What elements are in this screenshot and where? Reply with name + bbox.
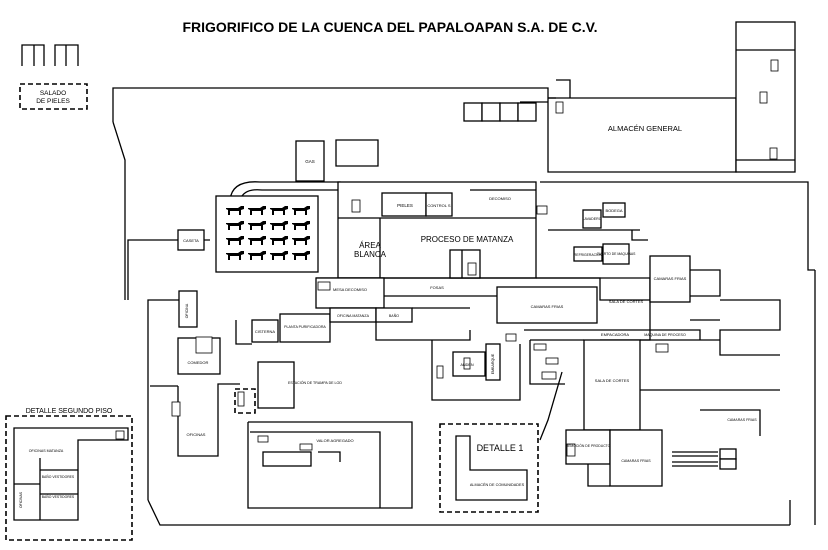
decomiso-label: DECOMISO bbox=[489, 196, 511, 201]
detalle-segundo-piso bbox=[5, 415, 133, 541]
trampa-label: ESTACIÓN DE TRAMPA DE LOD bbox=[288, 380, 342, 385]
camaras-frias-road-label: CAMARAS FRIAS bbox=[727, 418, 757, 422]
planta-purificadora-label: PLANTA PURIFICADORA bbox=[284, 325, 326, 329]
valor-agregado-label: VALOR AGREGADO bbox=[316, 438, 353, 443]
bano-vestidores-2-label: BAÑO VESTIDORES bbox=[42, 494, 75, 499]
oficina-matanza-label: OFICINA MATANZA bbox=[337, 314, 370, 318]
cow-icon bbox=[226, 236, 244, 245]
plan-title: FRIGORIFICO DE LA CUENCA DEL PAPALOAPAN … bbox=[182, 19, 598, 35]
area-blanca-label-2: BLANCA bbox=[354, 250, 387, 259]
cow-icon bbox=[226, 221, 244, 230]
cow-icon bbox=[292, 221, 310, 230]
detalle-1 bbox=[439, 423, 539, 513]
lavadero-label: LAVADERO bbox=[582, 217, 601, 221]
planta-purificadora bbox=[279, 313, 331, 343]
trampa-dashed bbox=[234, 388, 256, 414]
cow-icon bbox=[248, 221, 266, 230]
oficina-label: OFICINA bbox=[185, 303, 189, 318]
cow-icon bbox=[292, 251, 310, 260]
stair-trampa bbox=[237, 391, 245, 407]
cattle-icons bbox=[226, 206, 310, 260]
detalle-1-label: DETALLE 1 bbox=[477, 443, 524, 453]
east-lanes bbox=[640, 339, 780, 436]
service-cluster bbox=[548, 202, 648, 265]
pieles-label: PIELES bbox=[397, 203, 413, 208]
oficinas-small-label: OFICINAS bbox=[19, 491, 23, 508]
bodega-label: BODEGA bbox=[605, 208, 622, 213]
salado-label-1: SALADO bbox=[40, 90, 66, 97]
camaras-frias-right-label: CAMARAS FRIAS bbox=[654, 276, 687, 281]
empacadora-line bbox=[524, 329, 701, 340]
oficinas-label: OFICINAS bbox=[187, 432, 206, 437]
control-label: CONTROL S bbox=[427, 203, 451, 208]
cow-icon bbox=[270, 206, 288, 215]
gas-room bbox=[295, 140, 325, 182]
sala-cortes-top-label: SALA DE CORTES bbox=[609, 299, 644, 304]
cow-icon bbox=[292, 206, 310, 215]
loading-docks bbox=[431, 340, 521, 401]
caseta-label: CASETA bbox=[183, 238, 199, 243]
office-strip bbox=[329, 307, 471, 341]
road-east bbox=[540, 181, 815, 271]
proceso-matanza-label: PROCESO DE MATANZA bbox=[421, 235, 514, 244]
gas-label: GAS bbox=[305, 159, 315, 164]
area-blanca-label-1: ÁREA bbox=[359, 241, 381, 250]
camaras-frias-center-label: CAMARAS FRIAS bbox=[531, 304, 564, 309]
cisterna-label: CISTERNA bbox=[255, 329, 276, 334]
bano-label: BAÑO bbox=[389, 313, 399, 318]
remocion-label: REMOCIÓN DE PRODUCTO bbox=[566, 443, 611, 448]
caseta bbox=[177, 229, 205, 251]
oficina-west bbox=[178, 290, 198, 328]
camaras-frias-bottom-label: CAMARAS FRIAS bbox=[621, 459, 651, 463]
mesa-decomiso-label: MESA DECOMISO bbox=[333, 287, 367, 292]
cisterna bbox=[251, 319, 279, 343]
refrigeracion-label: REFRIGERACION bbox=[574, 253, 603, 257]
almacen-comunidades-label: ALMACÉN DE COMUNIDADES bbox=[470, 482, 525, 487]
central-section bbox=[315, 255, 691, 341]
trucks bbox=[672, 448, 737, 470]
east-wing bbox=[690, 269, 781, 356]
wall-cisterna bbox=[235, 320, 252, 345]
cow-icon bbox=[270, 251, 288, 260]
annex-north bbox=[335, 139, 379, 167]
cow-icon bbox=[226, 251, 244, 260]
almacen-general bbox=[547, 21, 796, 173]
valor-agregado bbox=[247, 421, 413, 509]
cow-icon bbox=[270, 221, 288, 230]
corrals bbox=[215, 181, 341, 273]
bano-vestidores-1-label: BAÑO VESTIDORES bbox=[42, 474, 75, 479]
detalle-segundo-piso-label: DETALLE SEGUNDO PISO bbox=[26, 408, 113, 415]
sala-de-cortes bbox=[529, 339, 669, 441]
salado-label-2: DE PIELES bbox=[36, 98, 70, 105]
main-building bbox=[337, 181, 548, 279]
cow-icon bbox=[248, 251, 266, 260]
cow-icon bbox=[226, 206, 244, 215]
cow-icon bbox=[292, 236, 310, 245]
cuarto-maquinas-label: CUARTO DE MAQUINAS bbox=[597, 252, 637, 256]
almacen-general-label: ALMACÉN GENERAL bbox=[608, 124, 682, 133]
salado-pieles-box bbox=[19, 83, 88, 110]
top-squares bbox=[463, 102, 537, 122]
embarque-label: EMBARQUE bbox=[491, 353, 495, 374]
oficinas-matanza-label: OFICINAS MATANZA bbox=[29, 449, 64, 453]
fosa-label: FOSAS bbox=[430, 285, 444, 290]
cow-icon bbox=[270, 236, 288, 245]
trampa-building bbox=[257, 361, 295, 409]
oficinas-southwest bbox=[150, 383, 240, 457]
cow-icon bbox=[248, 206, 266, 215]
empacadora-label: EMPACADORA bbox=[601, 332, 629, 337]
stair-comedor bbox=[195, 336, 213, 354]
stair-empacadora bbox=[505, 333, 517, 342]
sala-de-cortes-label: SALA DE CORTES bbox=[595, 378, 630, 383]
southeast-blocks bbox=[565, 429, 663, 487]
comedor-label: COMEDOR bbox=[188, 360, 209, 365]
gate-left bbox=[21, 44, 79, 66]
maquina-proceso-label: MAQUINA DE PROCESO bbox=[644, 333, 686, 337]
cow-icon bbox=[248, 236, 266, 245]
anden-label: ANDÉN bbox=[460, 362, 474, 367]
perimeter bbox=[112, 79, 816, 526]
